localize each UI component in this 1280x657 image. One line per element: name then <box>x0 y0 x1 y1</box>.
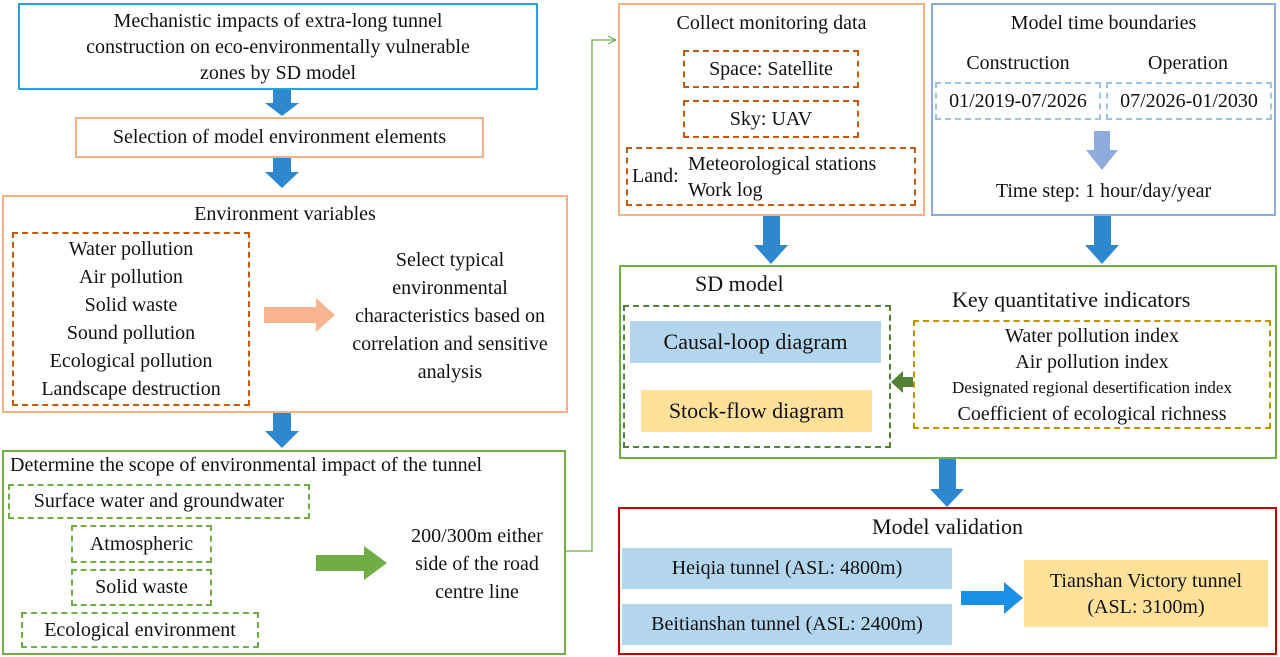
down-arrow-time <box>1086 131 1118 170</box>
sky-uav-box: Sky: UAV <box>683 100 859 138</box>
construction-range: 01/2019-07/2026 <box>949 89 1087 112</box>
land-line-1: Meteorological stations <box>688 153 877 175</box>
main-title-line-3: zones by SD model <box>199 61 357 84</box>
tianshan-line: (ASL: 3100m) <box>1087 595 1205 618</box>
indicator-item: Water pollution index <box>1005 324 1179 347</box>
scope-item-atmospheric: Atmospheric <box>71 525 212 563</box>
down-arrow-2 <box>265 158 299 188</box>
operation-range-box: 07/2026-01/2030 <box>1106 82 1272 120</box>
right-arrow-validation <box>961 582 1023 614</box>
space-satellite-box: Space: Satellite <box>683 50 859 88</box>
monitoring-title: Collect monitoring data <box>676 12 867 34</box>
main-title-box: Mechanistic impacts of extra-long tunnel… <box>18 3 538 90</box>
scope-result-line: side of the road <box>415 553 539 575</box>
beitianshan-label: Beitianshan tunnel (ASL: 2400m) <box>651 613 923 635</box>
select-line: Select typical <box>395 249 505 271</box>
select-line: correlation and sensitive <box>352 333 548 355</box>
operation-label: Operation <box>1148 52 1228 74</box>
scope-box <box>2 450 566 655</box>
variables-list: Water pollution Air pollution Solid wast… <box>12 232 250 406</box>
tianshan-tunnel: Tianshan Victory tunnel (ASL: 3100m) <box>1024 560 1268 627</box>
down-arrow-3 <box>265 413 299 448</box>
land-line-2: Work log <box>688 179 763 201</box>
scope-item-label: Surface water and groundwater <box>33 490 285 512</box>
scope-item-label: Atmospheric <box>89 532 194 555</box>
heiqia-tunnel: Heiqia tunnel (ASL: 4800m) <box>622 548 952 589</box>
scope-item-solid-waste: Solid waste <box>71 569 212 606</box>
sky-label: Sky: UAV <box>729 107 813 130</box>
variable-item: Landscape destruction <box>41 378 221 400</box>
select-typical-text: Select typical environmental characteris… <box>333 246 567 386</box>
sd-diagrams-group <box>623 305 891 448</box>
scope-title: Determine the scope of environmental imp… <box>10 454 483 476</box>
down-arrow-1 <box>265 90 299 116</box>
variable-item: Solid waste <box>84 294 178 316</box>
selection-label: Selection of model environment elements <box>112 126 447 148</box>
scope-item-surface-water: Surface water and groundwater <box>8 484 310 519</box>
scope-result-line: centre line <box>435 581 519 603</box>
stock-flow-diagram: Stock-flow diagram <box>641 390 872 432</box>
validation-box <box>618 507 1277 655</box>
time-title: Model time boundaries <box>1010 12 1197 34</box>
construction-label: Construction <box>966 52 1070 74</box>
scope-result-text: 200/300m either side of the road centre … <box>392 522 562 606</box>
sd-model-box <box>619 265 1277 459</box>
validation-title: Model validation <box>872 514 1023 539</box>
construction-range-box: 01/2019-07/2026 <box>935 82 1101 120</box>
indicator-item: Air pollution index <box>1015 350 1169 373</box>
scope-result-line: 200/300m either <box>411 525 543 547</box>
left-arrow-indicators <box>891 371 913 393</box>
variable-item: Air pollution <box>79 266 183 288</box>
time-step: Time step: 1 hour/day/year <box>995 180 1212 202</box>
space-label: Space: Satellite <box>709 57 833 80</box>
indicators-box: Water pollution index Air pollution inde… <box>913 320 1271 429</box>
causal-loop-diagram: Causal-loop diagram <box>630 321 881 363</box>
select-line: environmental <box>392 277 508 299</box>
variable-item: Ecological pollution <box>49 350 213 372</box>
heiqia-label: Heiqia tunnel (ASL: 4800m) <box>671 557 903 579</box>
scope-item-ecological: Ecological environment <box>21 612 259 648</box>
tianshan-line: Tianshan Victory tunnel <box>1049 569 1243 592</box>
down-arrow-monitoring <box>754 216 788 264</box>
orange-right-arrow <box>264 298 335 332</box>
down-arrow-validation <box>930 459 964 507</box>
variable-item: Sound pollution <box>66 322 196 344</box>
down-arrow-time-sd <box>1085 216 1119 264</box>
monitoring-box <box>618 3 925 216</box>
indicator-item: Designated regional desertification inde… <box>952 377 1232 397</box>
land-label: Land: <box>632 165 679 187</box>
main-title-line-2: construction on eco-environmentally vuln… <box>86 35 470 58</box>
beitianshan-tunnel: Beitianshan tunnel (ASL: 2400m) <box>622 604 952 645</box>
main-title-line-1: Mechanistic impacts of extra-long tunnel <box>113 9 443 32</box>
variable-item: Water pollution <box>68 238 194 260</box>
thin-connector <box>566 40 615 552</box>
scope-item-label: Ecological environment <box>44 618 236 641</box>
environment-variables-title: Environment variables <box>194 203 376 225</box>
select-line: analysis <box>417 361 483 383</box>
causal-loop-label: Causal-loop diagram <box>663 329 848 354</box>
selection-box: Selection of model environment elements <box>75 117 484 158</box>
environment-variables-box <box>2 195 568 413</box>
kqi-title: Key quantitative indicators <box>952 287 1191 312</box>
indicator-item: Coefficient of ecological richness <box>957 402 1227 425</box>
green-right-arrow <box>316 546 387 580</box>
stock-flow-label: Stock-flow diagram <box>668 398 845 423</box>
sd-model-title: SD model <box>695 271 784 296</box>
operation-range: 07/2026-01/2030 <box>1120 89 1258 112</box>
select-line: characteristics based on <box>355 305 545 327</box>
land-box: Land: Meteorological stations Work log <box>626 147 916 206</box>
scope-item-label: Solid waste <box>95 576 188 598</box>
time-boundaries-box <box>931 3 1276 216</box>
